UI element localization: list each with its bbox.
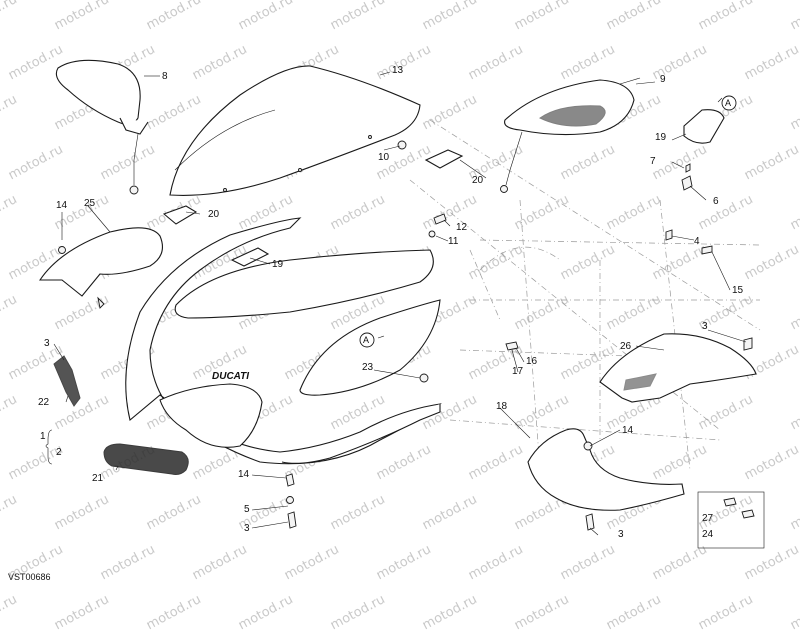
- callout-15: 15: [732, 285, 744, 296]
- main-fairing: DUCATI: [125, 217, 442, 465]
- callout-14-right: 14: [622, 425, 634, 436]
- windscreen: [169, 65, 421, 196]
- duct-grille-21: [103, 443, 189, 475]
- duct-22: [53, 355, 81, 407]
- mirror-right: [500, 79, 656, 193]
- diagram-drawing: DUCATI: [38, 59, 765, 549]
- callout-14-upper: 14: [56, 200, 68, 211]
- callout-27: 27: [702, 513, 714, 524]
- callout-14-lower: 14: [238, 469, 250, 480]
- bracket-20-right: [424, 149, 464, 169]
- leader-lines: [53, 77, 747, 536]
- callout-12: 12: [456, 222, 468, 233]
- frame-dashed-lines: [409, 119, 761, 471]
- callout-20-left: 20: [208, 209, 220, 220]
- callout-9: 9: [660, 74, 666, 85]
- callout-25: 25: [84, 198, 96, 209]
- callout-1: 1: [40, 431, 46, 442]
- inner-panel-left: [38, 227, 163, 309]
- callout-17: 17: [512, 366, 524, 377]
- callout-26: 26: [620, 341, 632, 352]
- callout-3-lower: 3: [244, 523, 250, 534]
- callout-19-lower: 19: [272, 259, 284, 270]
- drawing-code: VST00686: [8, 572, 51, 582]
- callout-20-right: 20: [472, 175, 484, 186]
- ducati-decal: DUCATI: [212, 371, 249, 382]
- callout-19-upper: 19: [655, 132, 667, 143]
- callout-22: 22: [38, 397, 50, 408]
- callout-11: 11: [448, 236, 459, 247]
- hardware: [285, 140, 755, 531]
- callout-3-bottom-right: 3: [618, 529, 624, 540]
- support-bracket-18: [527, 428, 685, 511]
- callout-A-upper: A: [725, 98, 732, 108]
- detail-box-27-24: [697, 491, 765, 549]
- callout-8: 8: [162, 71, 168, 82]
- callout-3-right: 3: [702, 321, 708, 332]
- belly-panel-26: [599, 333, 757, 403]
- bracket-20-left: [162, 205, 198, 225]
- callout-6: 6: [713, 196, 719, 207]
- callout-5: 5: [244, 504, 250, 515]
- callout-4: 4: [694, 236, 700, 247]
- callout-21: 21: [92, 473, 104, 484]
- callout-13: 13: [392, 65, 404, 76]
- vent-insert-19: [230, 247, 270, 267]
- callout-23: 23: [362, 362, 374, 373]
- side-cover-19: [683, 109, 725, 144]
- callout-A-lower: A: [363, 335, 370, 345]
- callout-24: 24: [702, 529, 714, 540]
- mirror-left: [55, 59, 160, 195]
- callout-2: 2: [56, 447, 62, 458]
- callout-16: 16: [526, 356, 538, 367]
- group-bracket-1-2: [45, 429, 53, 465]
- callout-10: 10: [378, 152, 390, 163]
- callout-7: 7: [650, 156, 656, 167]
- reference-markers: [359, 95, 737, 348]
- callout-3-left: 3: [44, 338, 50, 349]
- callout-18: 18: [496, 401, 508, 412]
